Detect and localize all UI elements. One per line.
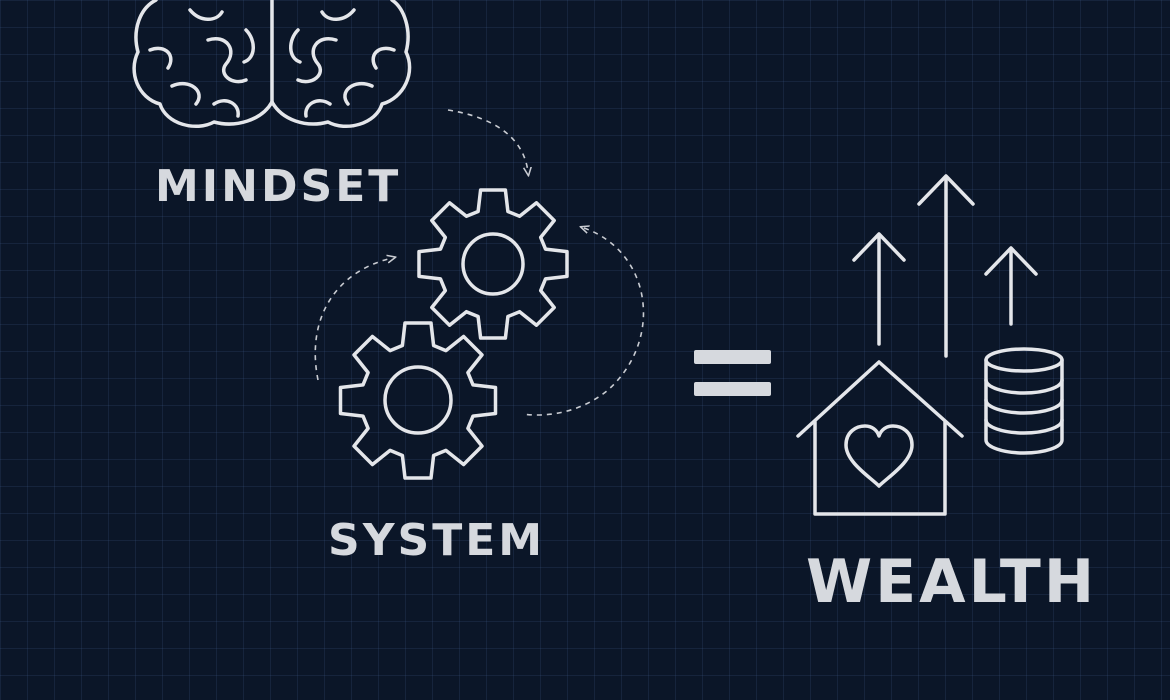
brain-icon [132, 0, 412, 128]
lower-gear-icon [338, 321, 498, 480]
mindset-to-system-arrow [447, 109, 528, 172]
house-heart-icon [796, 360, 964, 516]
left-cycle-arrow [314, 258, 392, 381]
upper-gear-icon [417, 188, 569, 340]
system-label: SYSTEM [328, 515, 546, 566]
gears-icon [338, 188, 569, 480]
wealth-label: WEALTH [806, 547, 1098, 617]
right-cycle-arrow [521, 228, 645, 416]
heart-icon [844, 424, 914, 488]
growth-arrows-icon [852, 174, 1038, 358]
mindset-label: MINDSET [155, 161, 402, 212]
flow-arrows [314, 109, 645, 416]
equals-icon [694, 350, 771, 396]
coin-stack-icon [984, 347, 1064, 455]
